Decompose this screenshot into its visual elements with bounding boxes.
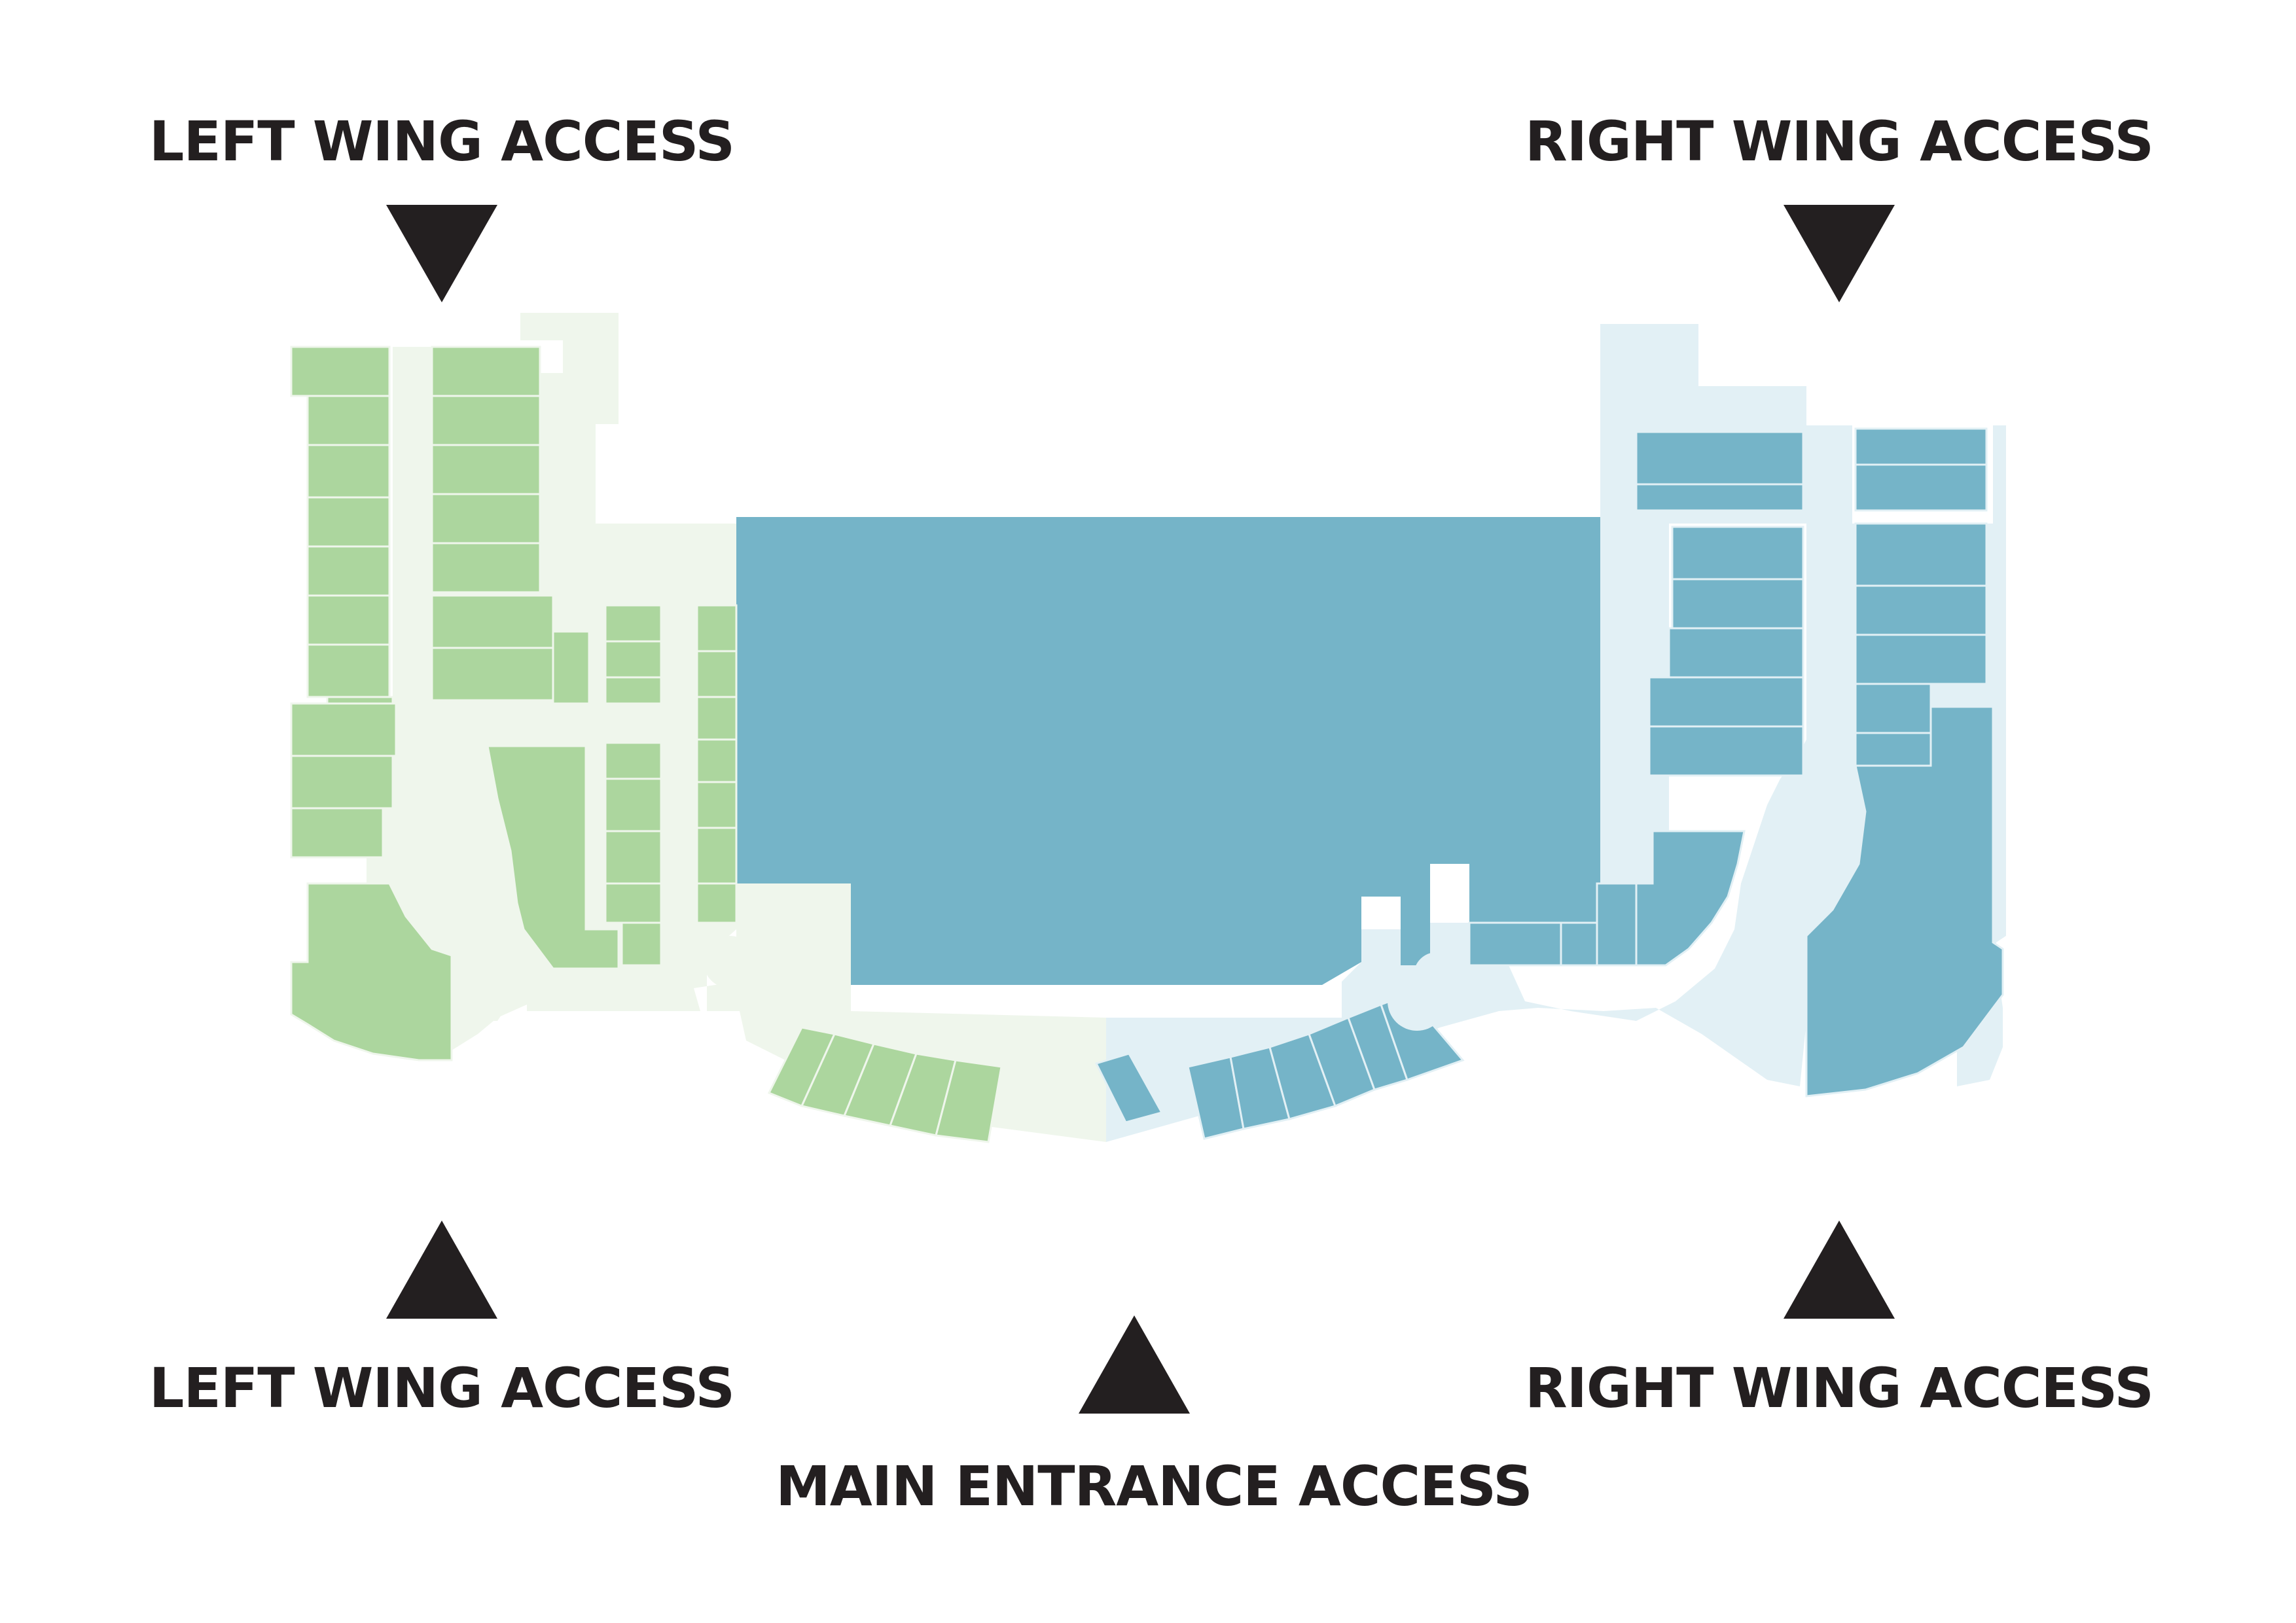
arrow-up-icon	[1784, 1221, 1895, 1319]
arrow-up-icon	[1079, 1315, 1190, 1414]
label-main-entrance-access: MAIN ENTRANCE ACCESS	[776, 1454, 1532, 1518]
entrance-courtyards	[704, 936, 1460, 1031]
label-bottom-left-access: LEFT WING ACCESS	[149, 1356, 734, 1420]
label-bottom-right-access: RIGHT WING ACCESS	[1525, 1356, 2153, 1420]
central-store-block	[736, 517, 1600, 985]
label-top-left-access: LEFT WING ACCESS	[149, 109, 734, 173]
arrow-down-icon	[386, 205, 497, 302]
left-wing-stores	[290, 346, 1003, 1143]
arrow-up-icon	[386, 1221, 497, 1319]
arrow-down-icon	[1784, 205, 1895, 302]
right-wing-stores	[1094, 427, 2004, 1140]
label-top-right-access: RIGHT WING ACCESS	[1525, 109, 2153, 173]
